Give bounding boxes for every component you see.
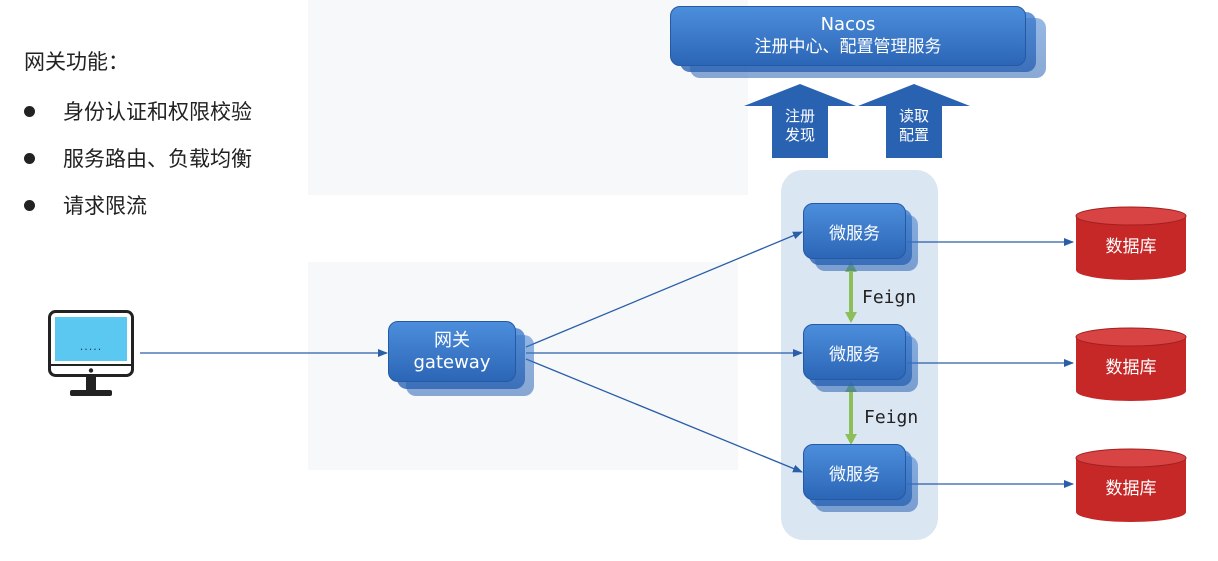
database-icon [1075,327,1187,401]
features-item-label: 身份认证和权限校验 [63,99,252,124]
microservice-label: 微服务 [829,464,880,485]
microservice-box: 微服务 [803,444,918,512]
nacos-box: Nacos 注册中心、配置管理服务 [670,6,1046,78]
features-list-item: 身份认证和权限校验 [24,88,252,135]
microservice-label: 微服务 [829,344,880,365]
microservice-box: 微服务 [803,203,918,271]
features-list: 身份认证和权限校验 服务路由、负载均衡 请求限流 [24,88,252,229]
nacos-subtitle: 注册中心、配置管理服务 [754,37,942,57]
client-monitor-icon [48,310,134,396]
database: 数据库 [1075,206,1187,282]
gateway-label-cn: 网关 [434,329,470,351]
read-label: 读取 [898,107,929,125]
features-list-item: 请求限流 [24,182,252,229]
bullet-icon [24,200,35,211]
register-discover-label: 注册 发现 [772,107,828,145]
client-screen-text: ..... [79,340,103,353]
database-icon [1075,448,1187,522]
read-config-label: 读取 配置 [886,107,942,145]
database-label: 数据库 [1105,357,1157,378]
database: 数据库 [1075,327,1187,403]
register-label: 注册 [784,107,815,125]
features-item-label: 请求限流 [63,193,147,218]
features-list-item: 服务路由、负载均衡 [24,135,252,182]
feign-label: Feign [864,407,919,428]
database-label: 数据库 [1105,236,1157,257]
features-item-label: 服务路由、负载均衡 [63,146,252,171]
bullet-icon [24,153,35,164]
microservice-box: 微服务 [803,324,918,392]
nacos-title: Nacos [820,14,876,35]
database-icon [1075,206,1187,280]
read-config-arrow [858,84,970,158]
gateway-to-service-3-line [525,358,803,473]
database: 数据库 [1075,448,1187,524]
bullet-icon [24,106,35,117]
microservice-label: 微服务 [829,223,880,244]
gateway-label-en: gateway [413,351,491,373]
gateway-box: 网关 gateway [388,321,534,396]
config-label: 配置 [898,126,929,144]
features-title: 网关功能： [24,50,129,74]
feign-label: Feign [862,287,917,308]
discover-label: 发现 [784,126,815,144]
register-discover-arrow [744,84,856,158]
gateway-to-service-1-line [525,231,803,348]
database-label: 数据库 [1105,478,1157,499]
